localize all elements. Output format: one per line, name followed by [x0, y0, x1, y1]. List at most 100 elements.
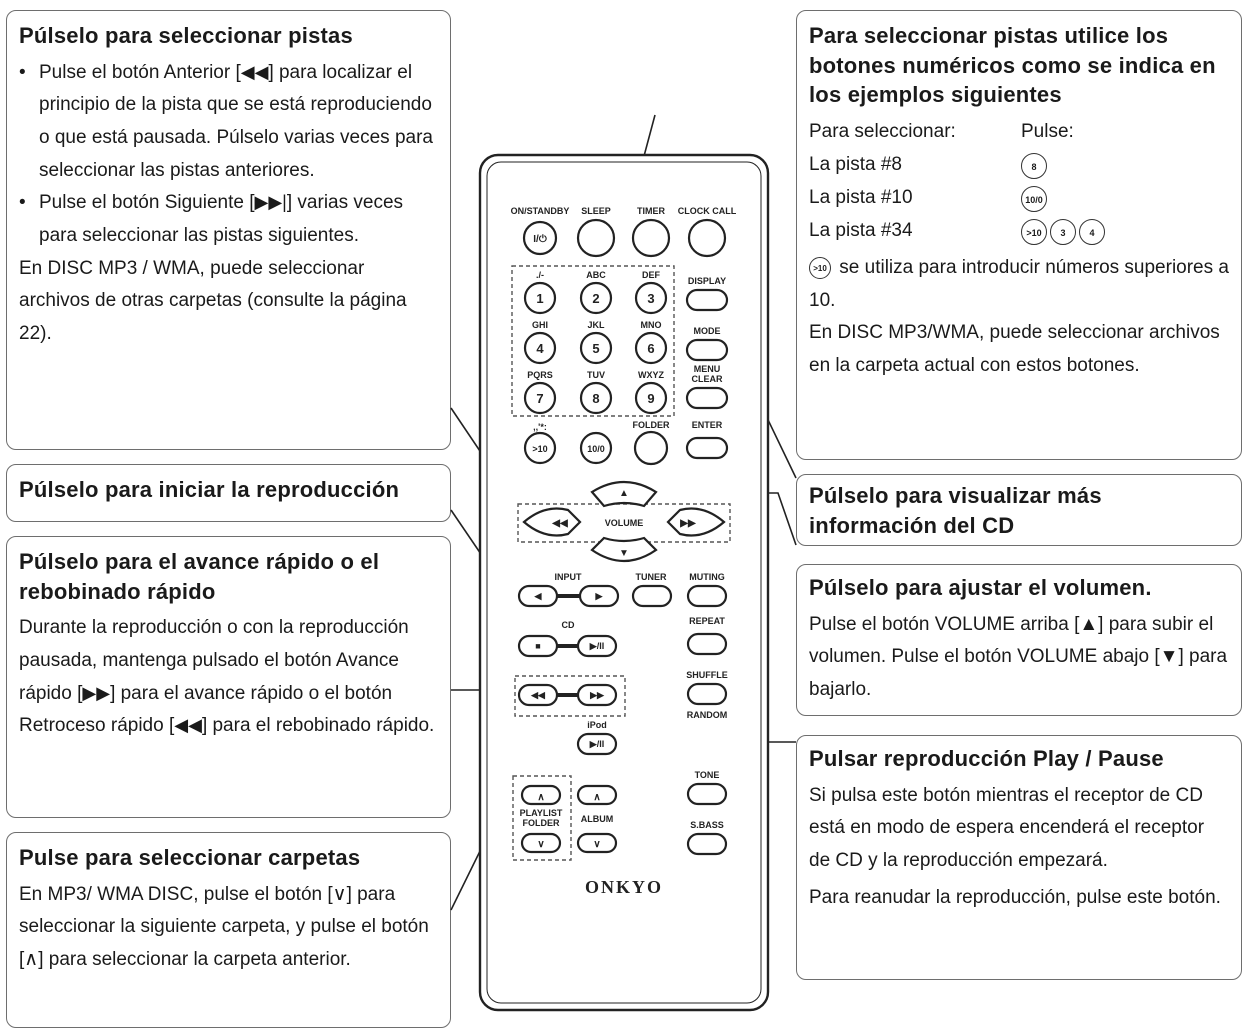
previous-button[interactable] — [522, 507, 582, 537]
on-standby-label: ON/STANDBY — [511, 206, 570, 216]
input-left-button[interactable] — [517, 584, 559, 608]
mode-label: MODE — [694, 326, 721, 336]
left-icon: ◀ — [534, 591, 543, 601]
number-10-0-button[interactable] — [579, 431, 613, 465]
punct-label: ./- — [536, 270, 544, 280]
volume-down-button[interactable] — [590, 536, 658, 562]
display-label: DISPLAY — [688, 276, 726, 286]
album-down-button[interactable] — [576, 832, 618, 854]
callout-note: >10 se utiliza para introducir números s… — [809, 257, 1229, 311]
sleep-button[interactable] — [576, 218, 616, 258]
callout-title: Púlselo para ajustar el volumen. — [809, 575, 1152, 600]
callout-select-tracks: Púlselo para seleccionar pistas Pulse el… — [6, 10, 451, 450]
mode-button[interactable] — [685, 338, 729, 362]
svg-text:7: 7 — [536, 391, 543, 406]
playlist-down-button[interactable] — [520, 832, 562, 854]
volume-up-icon: ▲ — [619, 488, 629, 499]
sbass-button[interactable] — [686, 832, 728, 856]
callout-title: Púlselo para iniciar la reproducción — [19, 477, 400, 502]
menu-clear-button[interactable] — [685, 386, 729, 410]
muting-label: MUTING — [689, 572, 725, 582]
tuner-button[interactable] — [631, 584, 673, 608]
play-pause-button[interactable] — [576, 634, 618, 658]
ghi-label: GHI — [532, 320, 548, 330]
power-button[interactable] — [522, 220, 558, 256]
ipod-play-pause-button[interactable] — [576, 732, 618, 756]
callout-body: Pulse el botón VOLUME arriba [▲] para su… — [809, 613, 1228, 701]
repeat-button[interactable] — [686, 632, 728, 656]
menu-label: MENU — [694, 364, 721, 374]
tuv-label: TUV — [587, 370, 605, 380]
album-up-button[interactable] — [576, 784, 618, 806]
number-button-icon: 8 — [1021, 152, 1047, 179]
number-3-button[interactable] — [634, 281, 668, 315]
clear-label: CLEAR — [692, 374, 723, 384]
bullet-previous: Pulse el botón Anterior [◀◀] para locali… — [19, 57, 438, 188]
mno-label: MNO — [641, 320, 662, 330]
callout-fast-forward: Púlselo para el avance rápido o el rebob… — [6, 536, 451, 818]
svg-text:>10: >10 — [532, 444, 547, 454]
callout-title: Pulse para seleccionar carpetas — [19, 845, 361, 870]
callout-body: Durante la reproducción o con la reprodu… — [19, 617, 435, 737]
rewind-button[interactable] — [517, 683, 559, 707]
next-icon: ▶▶| — [254, 192, 287, 213]
callout-play-pause: Pulsar reproducción Play / Pause Si puls… — [796, 735, 1242, 980]
shuffle-random-button[interactable] — [686, 682, 728, 706]
number-1-button[interactable] — [523, 281, 557, 315]
callout-title: Púlselo para visualizar más información … — [809, 483, 1102, 538]
next-button[interactable] — [666, 507, 726, 537]
number-button-icon: 10/0 — [1021, 185, 1047, 212]
pqrs-label: PQRS — [527, 370, 553, 380]
stop-button[interactable] — [517, 634, 559, 658]
callout-start-play: Púlselo para iniciar la reproducción — [6, 464, 451, 522]
number-5-button[interactable] — [579, 331, 613, 365]
callout-select-folders: Pulse para seleccionar carpetas En MP3/ … — [6, 832, 451, 1028]
previous-icon: ◀◀ — [240, 61, 269, 82]
sbass-label: S.BASS — [690, 820, 724, 830]
playlist-up-button[interactable] — [520, 784, 562, 806]
ipod-play-pause-icon: ▶/II — [589, 739, 604, 749]
svg-text:6: 6 — [647, 341, 654, 356]
display-button[interactable] — [685, 288, 729, 312]
number-7-button[interactable] — [523, 381, 557, 415]
muting-button[interactable] — [686, 584, 728, 608]
folder-label: FOLDER — [523, 818, 560, 828]
caret-down-icon: ∨ — [593, 839, 600, 850]
svg-text:3: 3 — [647, 291, 654, 306]
caret-down-icon: ∨ — [537, 839, 544, 850]
timer-label: TIMER — [637, 206, 665, 216]
previous-icon: ◀◀ — [551, 518, 568, 529]
caret-up-icon: ∧ — [593, 792, 600, 803]
callout-body: Si pulsa este botón mientras el receptor… — [809, 784, 1205, 872]
input-right-button[interactable] — [578, 584, 620, 608]
callout-title: Para seleccionar pistas utilice los boto… — [809, 23, 1216, 108]
greater-10-button[interactable] — [523, 431, 557, 465]
svg-text:1: 1 — [536, 291, 543, 306]
svg-text:8: 8 — [592, 391, 599, 406]
callout-note: En DISC MP3 / WMA, puede seleccionar arc… — [19, 257, 407, 345]
volume-label: VOLUME — [605, 518, 644, 528]
shuffle-label: SHUFFLE — [686, 670, 728, 680]
timer-button[interactable] — [631, 218, 671, 258]
number-4-button[interactable] — [523, 331, 557, 365]
enter-button[interactable] — [685, 436, 729, 460]
abc-label: ABC — [586, 270, 606, 280]
number-8-button[interactable] — [579, 381, 613, 415]
ipod-label: iPod — [587, 720, 607, 730]
number-2-button[interactable] — [579, 281, 613, 315]
number-button-icon: >10 — [1021, 218, 1047, 245]
folder-label: FOLDER — [633, 420, 670, 430]
callout-title: Púlselo para seleccionar pistas — [19, 23, 353, 48]
tone-button[interactable] — [686, 782, 728, 806]
volume-up-button[interactable] — [590, 481, 658, 508]
volume-down-icon: ▼ — [1159, 646, 1179, 668]
fast-forward-button[interactable] — [576, 683, 618, 707]
folder-button[interactable] — [633, 430, 669, 466]
number-9-button[interactable] — [634, 381, 668, 415]
cd-label: CD — [562, 620, 575, 630]
number-6-button[interactable] — [634, 331, 668, 365]
clock-call-button[interactable] — [687, 218, 727, 258]
stop-icon: ■ — [535, 641, 540, 651]
